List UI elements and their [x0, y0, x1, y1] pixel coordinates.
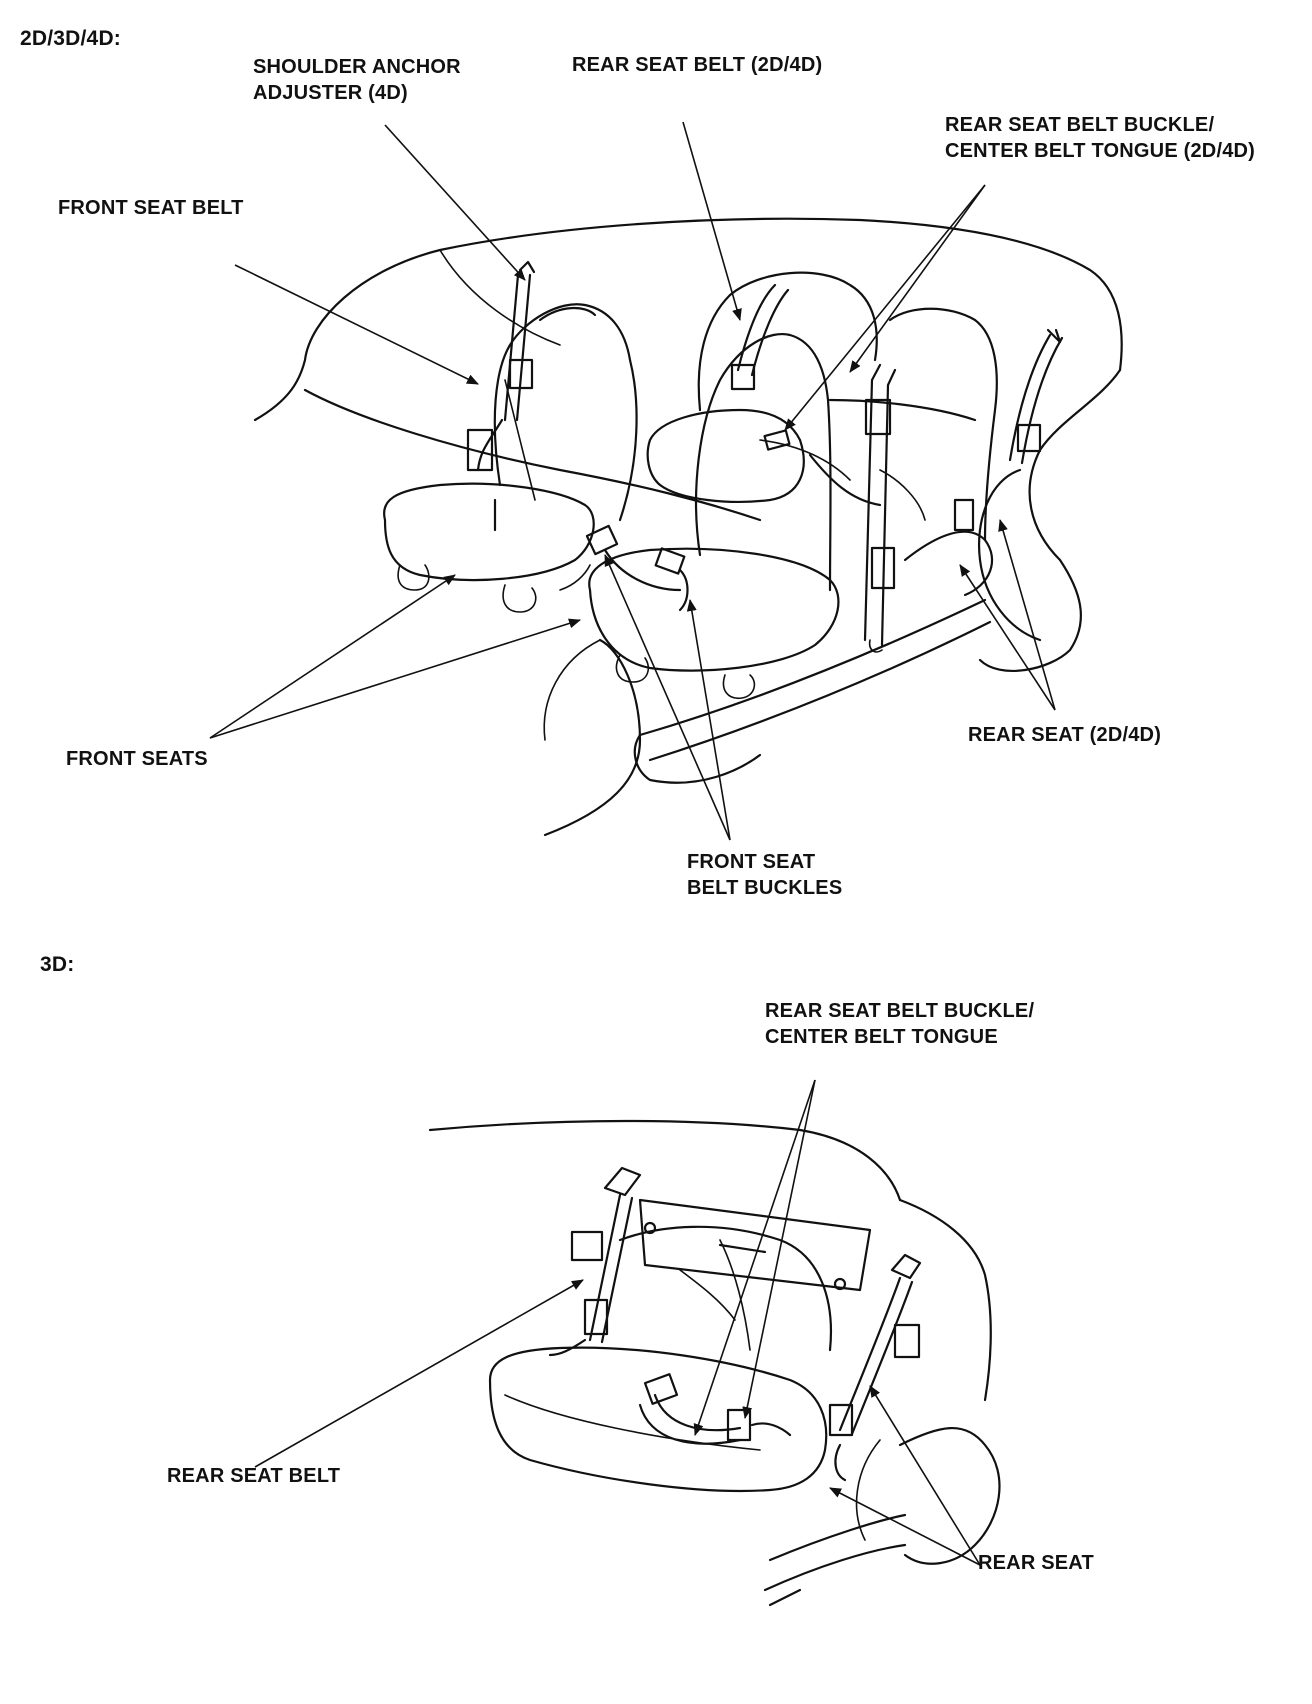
label-rear-buckle-bottom: REAR SEAT BELT BUCKLE/ CENTER BELT TONGU… — [765, 1000, 1035, 1048]
label-rear-seat-top: REAR SEAT (2D/4D) — [968, 724, 1162, 746]
label-shoulder-anchor-adjuster: SHOULDER ANCHOR ADJUSTER (4D) — [253, 56, 461, 104]
label-front-seat-belt: FRONT SEAT BELT — [58, 197, 244, 219]
bottom-leader-lines — [254, 1079, 981, 1566]
rear-seat-belt-left — [730, 283, 790, 391]
front-seat-belt-right — [863, 363, 897, 653]
section-title-3d: 3D: — [40, 953, 75, 976]
rear-seat-belt-right — [953, 328, 1064, 532]
top-leader-lines — [209, 121, 1056, 841]
rear-buckle-center-tongue — [638, 1373, 792, 1445]
bottom-car-illustration — [428, 1119, 1001, 1607]
top-car-illustration — [253, 217, 1123, 837]
rear-seat-belt-right-bottom — [828, 1253, 922, 1482]
label-rear-buckle-top: REAR SEAT BELT BUCKLE/ CENTER BELT TONGU… — [945, 114, 1256, 162]
label-rear-seat-belt-bottom: REAR SEAT BELT — [167, 1465, 341, 1487]
label-front-seats: FRONT SEATS — [66, 748, 208, 770]
front-seat-belt-left — [466, 260, 536, 532]
front-seat-belt-buckles — [585, 524, 689, 612]
label-rear-seat-belt-top: REAR SEAT BELT (2D/4D) — [572, 54, 823, 76]
label-front-seat-belt-buckles: FRONT SEAT BELT BUCKLES — [687, 851, 843, 899]
rear-seat-top — [646, 271, 998, 597]
left-front-seat — [383, 303, 638, 613]
rear-seat-belt-left-bottom — [548, 1166, 642, 1357]
label-rear-seat-bottom: REAR SEAT — [978, 1552, 1094, 1574]
right-front-seat — [588, 333, 840, 700]
section-title-2d-3d-4d: 2D/3D/4D: — [20, 27, 121, 50]
rear-seat-bottom — [488, 1346, 828, 1493]
